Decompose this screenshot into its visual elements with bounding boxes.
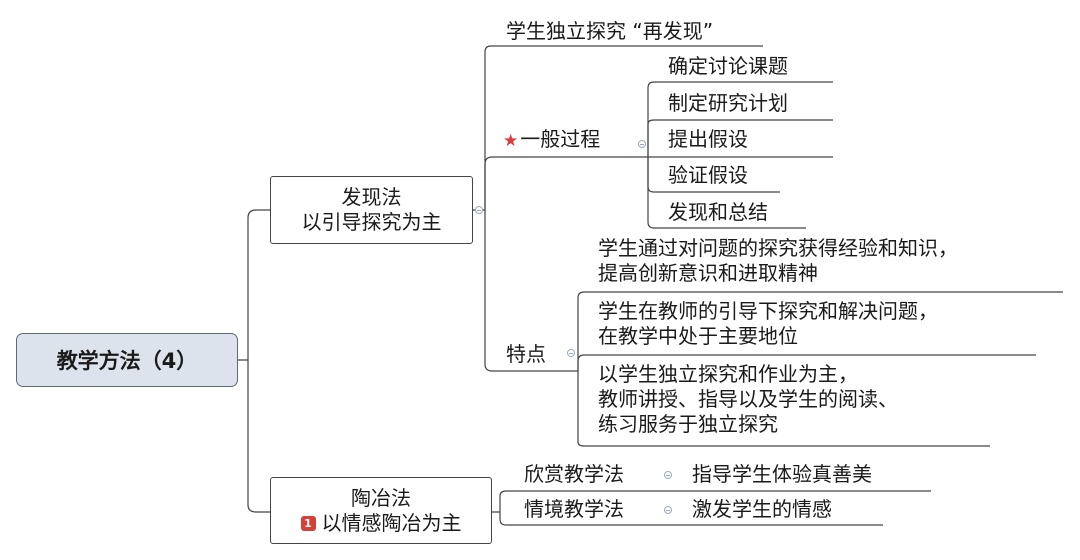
process-step[interactable]: 验证假设 xyxy=(668,163,748,188)
root-label: 教学方法（4） xyxy=(56,349,198,373)
cultivation-title: 陶冶法 xyxy=(351,485,411,510)
independent-exploration-label: 学生独立探究 “再发现” xyxy=(506,19,714,43)
feature-line: 练习服务于独立探究 xyxy=(598,412,778,436)
collapse-toggle-icon[interactable] xyxy=(664,471,672,479)
independent-exploration-topic[interactable]: 学生独立探究 “再发现” xyxy=(506,19,713,44)
discovery-method-node[interactable]: 发现法 以引导探究为主 xyxy=(270,176,473,244)
feature-line: 学生在教师的引导下探究和解决问题， xyxy=(598,299,938,323)
cultivation-subtitle: 以情感陶冶为主 xyxy=(321,510,462,535)
process-step-label: 发现和总结 xyxy=(668,200,768,224)
star-icon: ★ xyxy=(503,131,519,151)
collapse-toggle-icon[interactable] xyxy=(664,506,672,514)
collapse-toggle-icon[interactable] xyxy=(475,206,483,214)
appreciation-method-topic[interactable]: 欣赏教学法 xyxy=(524,462,624,487)
general-process-topic[interactable]: ★一般过程 xyxy=(503,127,600,154)
feature-item[interactable]: 以学生独立探究和作业为主， 教师讲授、指导以及学生的阅读、 练习服务于独立探究 xyxy=(598,362,898,437)
feature-line: 在教学中处于主要地位 xyxy=(598,324,798,348)
process-step-label: 提出假设 xyxy=(668,127,748,151)
method-label: 欣赏教学法 xyxy=(524,462,624,486)
features-label: 特点 xyxy=(506,342,546,366)
discovery-subtitle: 以引导探究为主 xyxy=(301,210,442,234)
process-step[interactable]: 制定研究计划 xyxy=(668,91,788,116)
process-step-label: 制定研究计划 xyxy=(668,91,788,115)
appreciation-detail[interactable]: 指导学生体验真善美 xyxy=(692,462,872,487)
collapse-toggle-icon[interactable] xyxy=(638,140,646,148)
collapse-toggle-icon[interactable] xyxy=(567,349,575,357)
process-step[interactable]: 确定讨论课题 xyxy=(668,54,788,79)
process-step-label: 验证假设 xyxy=(668,163,748,187)
feature-line: 以学生独立探究和作业为主， xyxy=(598,362,858,386)
features-topic[interactable]: 特点 xyxy=(506,342,546,367)
method-detail: 激发学生的情感 xyxy=(692,497,832,521)
process-step-label: 确定讨论课题 xyxy=(668,54,788,78)
process-step[interactable]: 提出假设 xyxy=(668,127,748,152)
method-detail: 指导学生体验真善美 xyxy=(692,462,872,486)
priority-1-icon: 1 xyxy=(300,515,316,531)
feature-line: 学生通过对问题的探究获得经验和知识， xyxy=(598,236,958,260)
discovery-title: 发现法 xyxy=(341,185,402,209)
feature-item[interactable]: 学生在教师的引导下探究和解决问题， 在教学中处于主要地位 xyxy=(598,299,938,349)
feature-item[interactable]: 学生通过对问题的探究获得经验和知识， 提高创新意识和进取精神 xyxy=(598,236,958,286)
general-process-label: 一般过程 xyxy=(520,127,601,151)
process-step[interactable]: 发现和总结 xyxy=(668,200,768,225)
feature-line: 教师讲授、指导以及学生的阅读、 xyxy=(598,387,898,411)
cultivation-method-node[interactable]: 陶冶法 1 以情感陶冶为主 xyxy=(270,477,492,544)
feature-line: 提高创新意识和进取精神 xyxy=(598,261,818,285)
method-label: 情境教学法 xyxy=(524,497,624,521)
cultivation-subtitle-row: 1 以情感陶冶为主 xyxy=(300,510,462,536)
root-node[interactable]: 教学方法（4） xyxy=(16,333,238,387)
situational-detail[interactable]: 激发学生的情感 xyxy=(692,497,832,522)
situational-method-topic[interactable]: 情境教学法 xyxy=(524,497,624,522)
